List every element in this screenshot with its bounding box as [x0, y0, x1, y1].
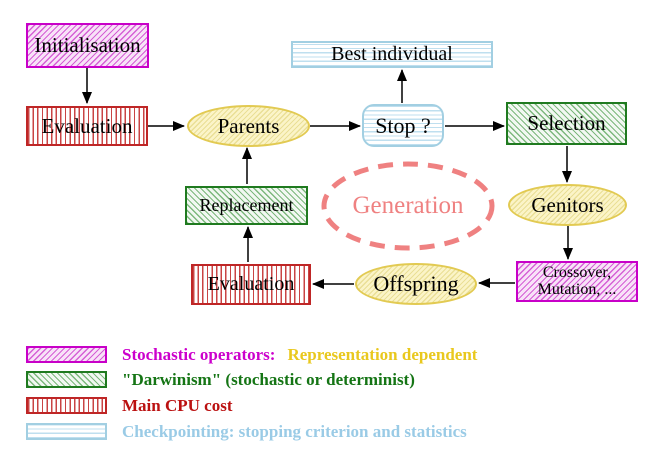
- node-evaluation-top: Evaluation: [26, 106, 148, 146]
- node-crossover-line1: Crossover,: [542, 263, 612, 281]
- node-crossover-mutation: Crossover, Mutation, ...: [516, 261, 638, 302]
- node-best-individual: Best individual: [291, 41, 493, 68]
- node-parents-label: Parents: [217, 113, 280, 138]
- legend-swatch-cyan-horizontal-lines: [26, 423, 107, 440]
- legend-label-main-cpu-cost: Main CPU cost: [122, 396, 233, 415]
- generation-text: Generation: [352, 192, 464, 219]
- node-crossover-line2: Mutation, ...: [537, 280, 617, 298]
- legend-text-representation: Representation dependent: [287, 345, 478, 364]
- node-replacement-label: Replacement: [199, 195, 294, 216]
- legend-swatch-green-diagonal-hatch: [26, 371, 107, 388]
- node-initialisation: Initialisation: [26, 23, 149, 68]
- node-offspring: Offspring: [355, 263, 477, 305]
- legend-swatch-red-vertical-lines: [26, 397, 107, 414]
- node-genitors: Genitors: [508, 184, 627, 226]
- node-replacement: Replacement: [185, 186, 308, 225]
- node-stop: Stop ?: [362, 104, 444, 147]
- node-selection-label: Selection: [527, 111, 606, 136]
- node-stop-label: Stop ?: [375, 112, 431, 138]
- node-parents: Parents: [187, 105, 310, 147]
- legend-text-stochastic: Stochastic operators:: [122, 345, 276, 364]
- node-genitors-label: Genitors: [531, 192, 604, 217]
- node-initialisation-label: Initialisation: [34, 33, 141, 58]
- node-offspring-label: Offspring: [373, 271, 459, 297]
- node-selection: Selection: [506, 102, 627, 145]
- legend-label-stochastic-operators: Stochastic operators: Representation depe…: [122, 344, 477, 365]
- generation-loop-ellipse: [321, 161, 495, 251]
- legend-label-darwinism: "Darwinism" (stochastic or determinist): [122, 370, 415, 389]
- generation-label: Generation: [323, 164, 493, 248]
- node-evaluation-bottom: Evaluation: [191, 264, 311, 305]
- legend-swatch-magenta-diagonal-hatch: [26, 346, 107, 363]
- node-evaluation-bottom-label: Evaluation: [207, 273, 295, 295]
- legend-label-checkpointing: Checkpointing: stopping criterion and st…: [122, 422, 467, 441]
- node-best-individual-label: Best individual: [331, 43, 453, 65]
- node-evaluation-top-label: Evaluation: [41, 113, 133, 138]
